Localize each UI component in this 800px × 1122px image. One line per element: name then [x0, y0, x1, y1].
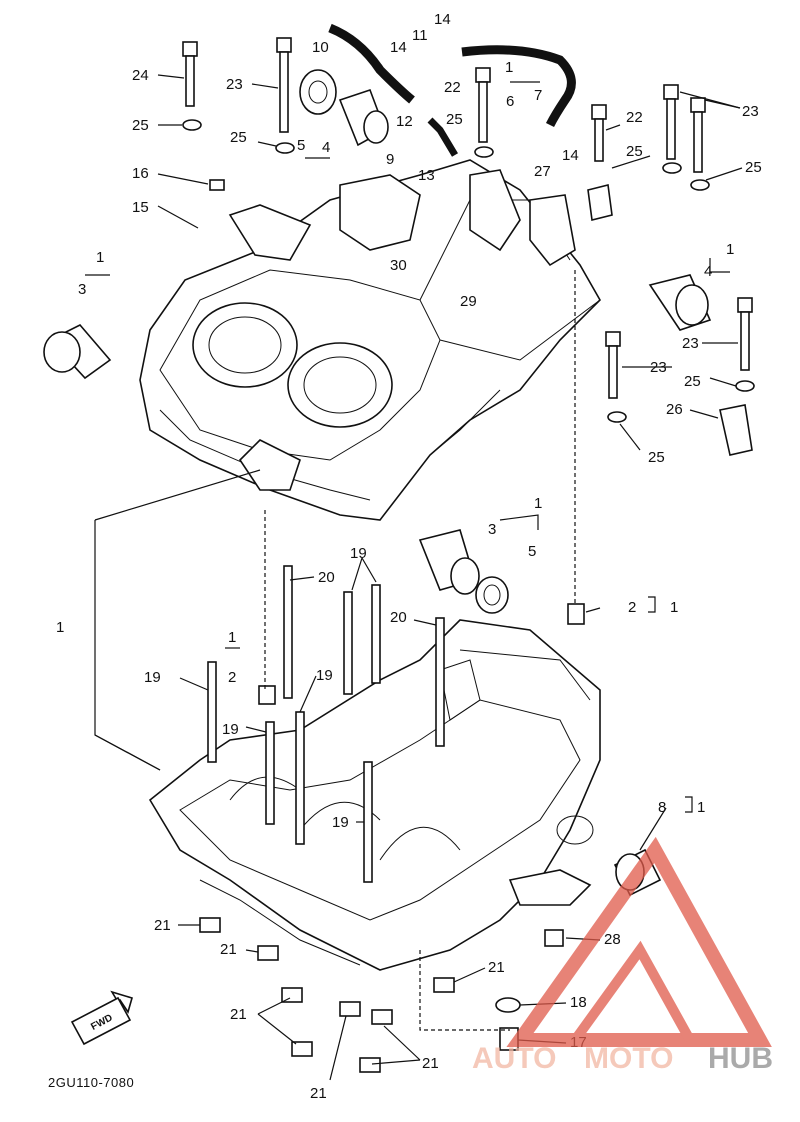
callout-20: 20	[318, 569, 335, 586]
drawing-code: 2GU110-7080	[48, 1075, 134, 1090]
watermark-logo: AUTO MOTO HUB	[472, 836, 773, 1075]
bolts-studs	[182, 37, 755, 1073]
watermark-text-auto: AUTO	[472, 1042, 556, 1075]
callout-23: 23	[650, 359, 667, 376]
callout-1: 1	[505, 59, 513, 76]
callout-18: 18	[570, 994, 587, 1011]
callout-21: 21	[422, 1055, 439, 1072]
callout-1: 1	[726, 241, 734, 258]
callout-23: 23	[682, 335, 699, 352]
callout-14: 14	[434, 11, 451, 28]
callout-25: 25	[230, 129, 247, 146]
watermark-text-moto: MOTO	[584, 1042, 673, 1075]
callout-1: 1	[534, 495, 542, 512]
callout-3: 3	[488, 521, 496, 538]
callout-labels: 24 23 10 14 11 14 1 22 6 7 22 23 25 25 5…	[56, 11, 762, 1102]
callout-21: 21	[230, 1006, 247, 1023]
callout-13: 13	[418, 167, 435, 184]
callout-27: 27	[534, 163, 551, 180]
callout-5: 5	[528, 543, 536, 560]
callout-2: 2	[628, 599, 636, 616]
callout-5: 5	[297, 137, 305, 154]
callout-25: 25	[684, 373, 701, 390]
callout-8: 8	[658, 799, 666, 816]
callout-1: 1	[697, 799, 705, 816]
callout-6: 6	[506, 93, 514, 110]
callout-25: 25	[648, 449, 665, 466]
callout-1: 1	[96, 249, 104, 266]
callout-22: 22	[444, 79, 461, 96]
callout-30: 30	[390, 257, 407, 274]
callout-19: 19	[144, 669, 161, 686]
leader-lines	[85, 74, 743, 1081]
callout-15: 15	[132, 199, 149, 216]
callout-23: 23	[742, 103, 759, 120]
callout-19: 19	[316, 667, 333, 684]
callout-1: 1	[228, 629, 236, 646]
callout-1: 1	[670, 599, 678, 616]
callout-21: 21	[220, 941, 237, 958]
triangle-logo-icon	[506, 836, 772, 1047]
callout-14: 14	[562, 147, 579, 164]
callout-28: 28	[604, 931, 621, 948]
callout-25: 25	[132, 117, 149, 134]
bearings-seals	[43, 23, 753, 897]
callout-25: 25	[626, 143, 643, 160]
callout-26: 26	[666, 401, 683, 418]
watermark-text-hub: HUB	[708, 1042, 773, 1075]
upper-crankcase	[139, 159, 601, 521]
callout-3: 3	[78, 281, 86, 298]
callout-20: 20	[390, 609, 407, 626]
fwd-arrow-icon: FWD	[70, 990, 133, 1046]
callout-23: 23	[226, 76, 243, 93]
callout-7: 7	[534, 87, 542, 104]
callout-25: 25	[446, 111, 463, 128]
callout-25: 25	[745, 159, 762, 176]
callout-11: 11	[412, 27, 428, 44]
callout-21: 21	[154, 917, 171, 934]
callout-19: 19	[332, 814, 349, 831]
callout-4: 4	[322, 139, 330, 156]
callout-4: 4	[704, 263, 712, 280]
callout-19: 19	[222, 721, 239, 738]
callout-21: 21	[488, 959, 505, 976]
callout-24: 24	[132, 67, 149, 84]
callout-2: 2	[228, 669, 236, 686]
callout-14: 14	[390, 39, 407, 56]
callout-16: 16	[132, 165, 149, 182]
callout-12: 12	[396, 113, 413, 130]
callout-19: 19	[350, 545, 367, 562]
callout-21: 21	[310, 1085, 327, 1102]
callout-9: 9	[386, 151, 394, 168]
callout-22: 22	[626, 109, 643, 126]
callout-10: 10	[312, 39, 329, 56]
callout-1: 1	[56, 619, 64, 636]
callout-29: 29	[460, 293, 477, 310]
